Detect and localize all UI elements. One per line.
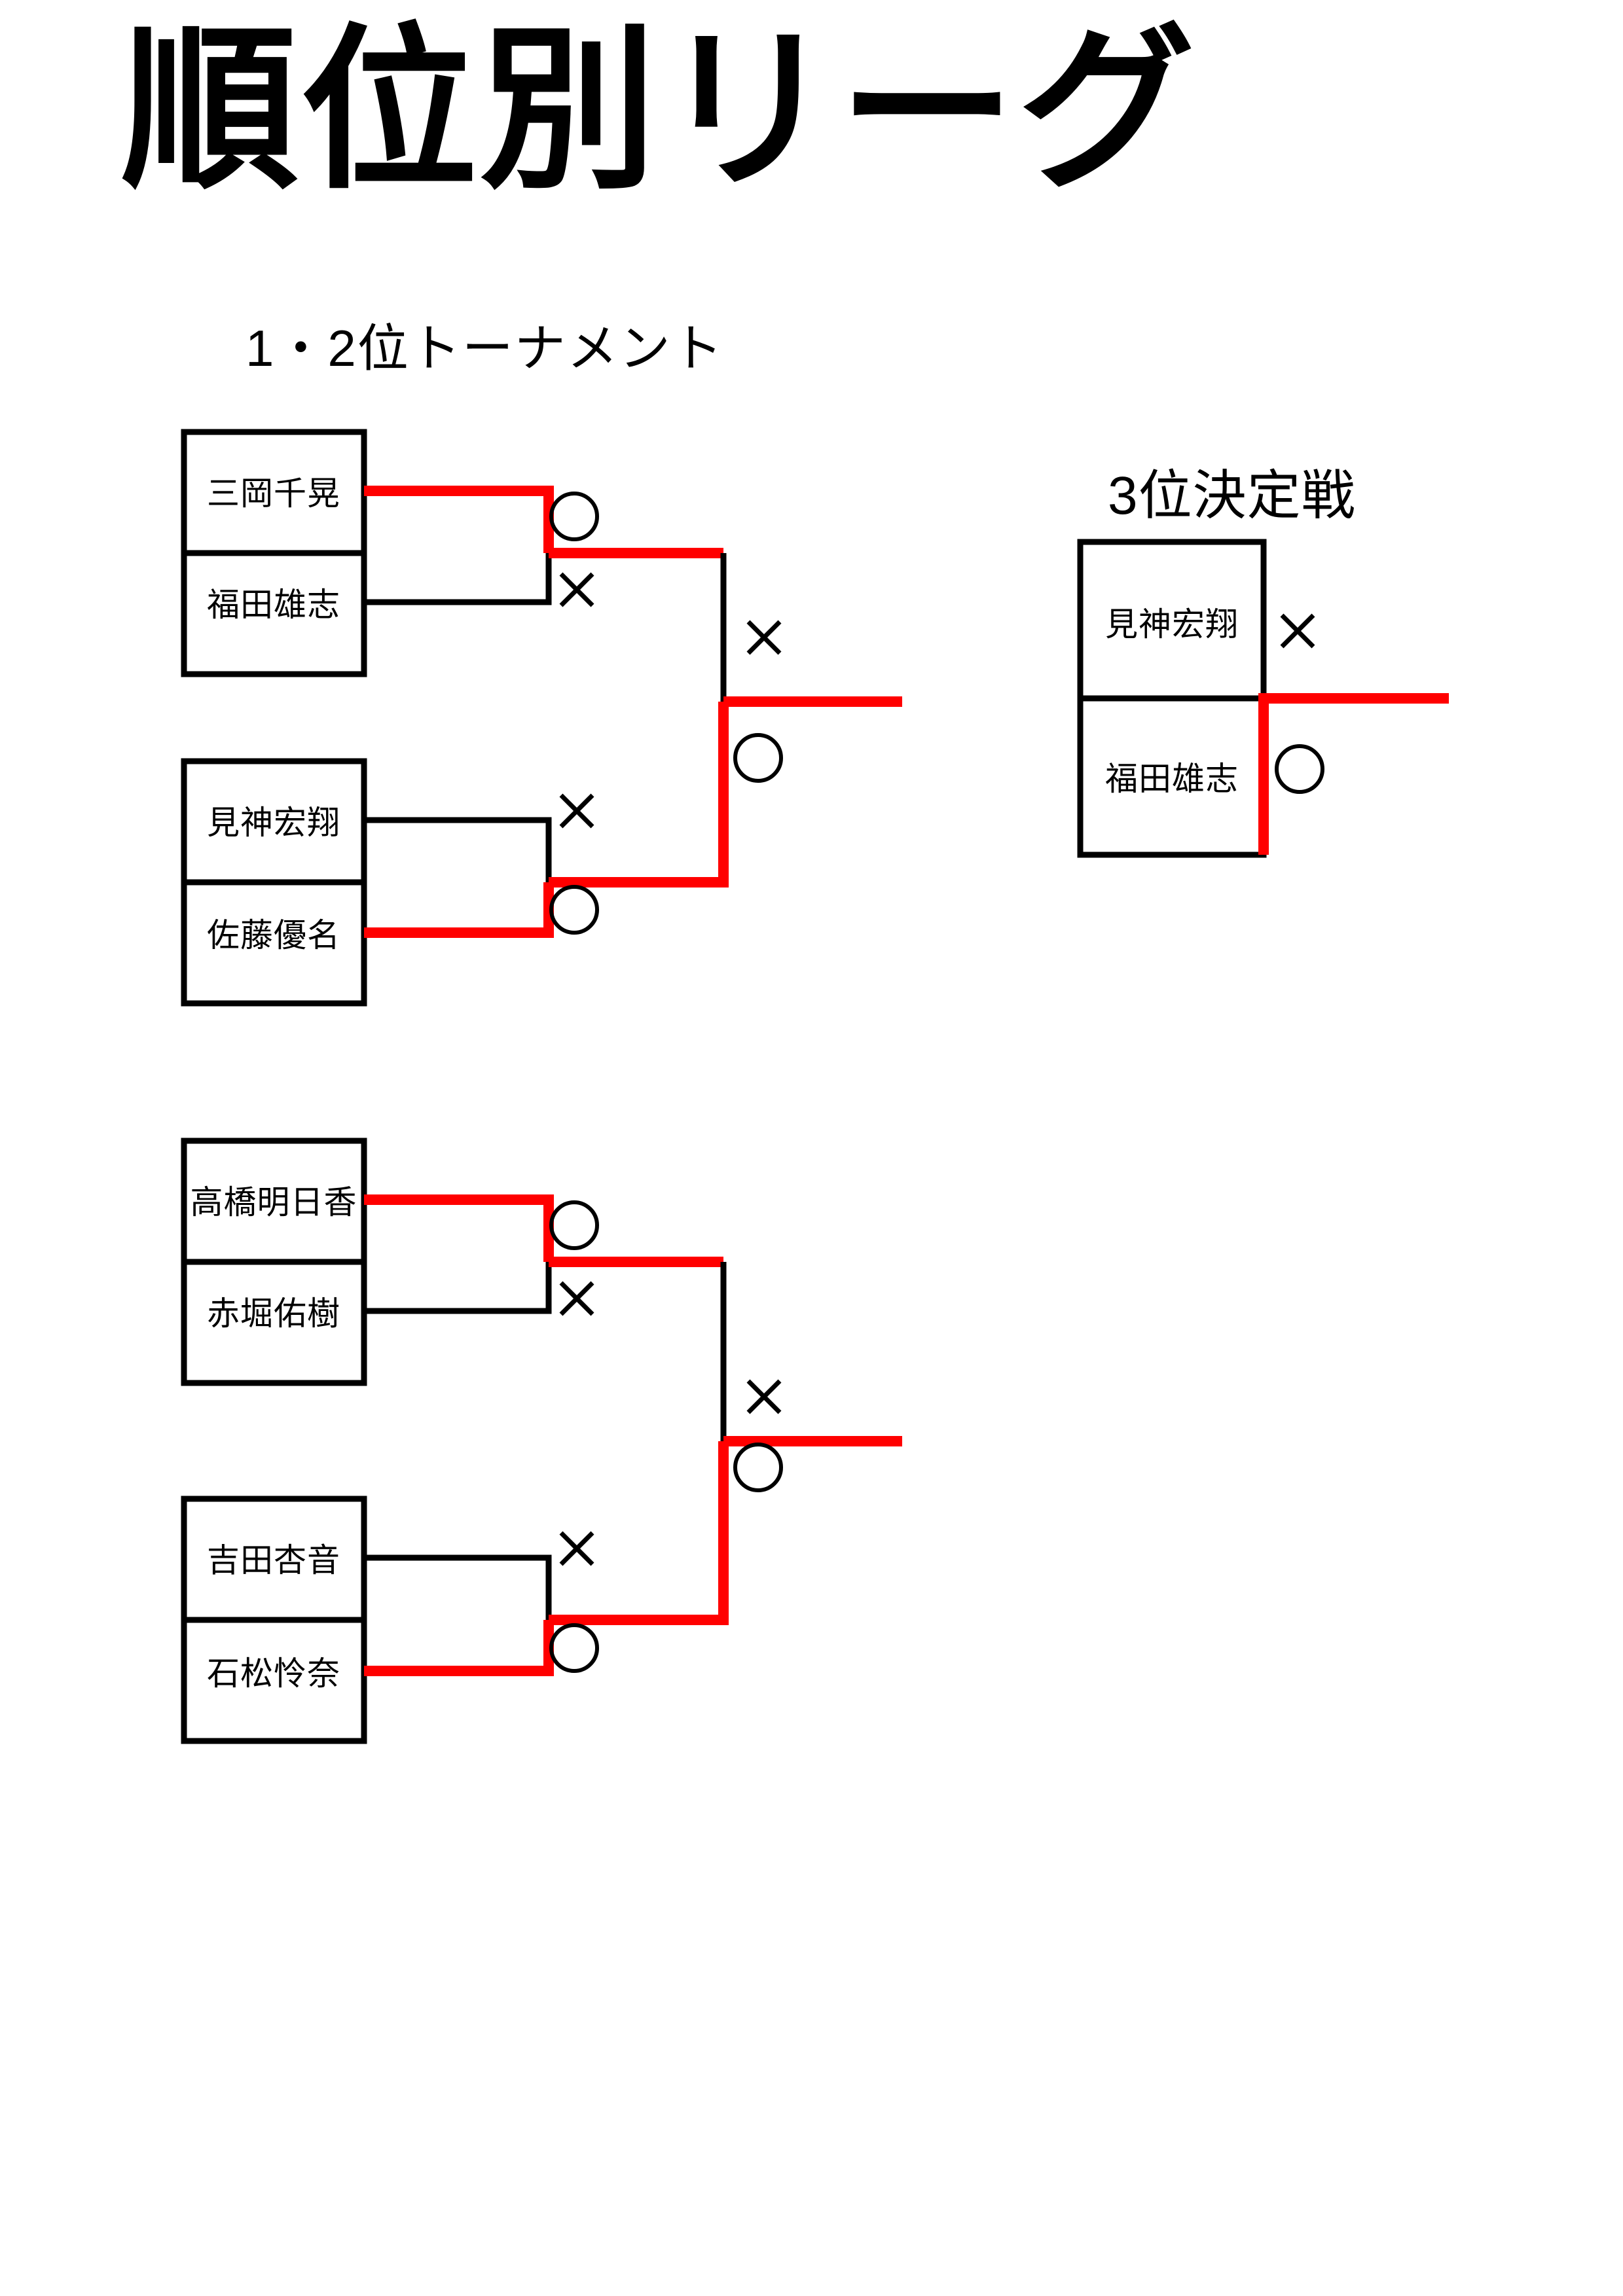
third-place-heading: 3位決定戦 bbox=[1108, 466, 1356, 526]
match-2-loser-line bbox=[364, 817, 552, 882]
match-3-lose-mark bbox=[559, 1281, 594, 1316]
third-place-win-mark bbox=[1275, 744, 1324, 794]
match-2-winner-line bbox=[364, 882, 554, 938]
match-1-winner-line bbox=[364, 486, 554, 553]
lower-semifinal-bottom-line bbox=[549, 1441, 729, 1625]
player-name-match2-top: 見神宏翔 bbox=[207, 804, 340, 841]
player-name-third-place-top: 見神宏翔 bbox=[1105, 606, 1239, 643]
player-name-third-place-bottom: 福田雄志 bbox=[1105, 761, 1239, 797]
match-4-winner-line bbox=[364, 1620, 554, 1676]
player-name-match2-bottom: 佐藤優名 bbox=[207, 917, 340, 954]
match-3-box bbox=[181, 1138, 367, 1386]
third-place-box bbox=[1077, 539, 1267, 858]
match-1-lose-mark bbox=[559, 572, 594, 607]
match-3-win-mark bbox=[549, 1200, 599, 1250]
upper-semifinal-lose-mark bbox=[746, 620, 782, 655]
upper-semifinal-bottom-line bbox=[549, 702, 729, 888]
page-title: 順位別リーグ bbox=[121, 7, 1197, 213]
player-name-match1-bottom: 福田雄志 bbox=[207, 586, 340, 623]
match-3-loser-line bbox=[364, 1262, 552, 1314]
match-4-win-mark bbox=[549, 1623, 599, 1673]
player-name-match1-top: 三岡千晃 bbox=[207, 475, 340, 512]
match-4-loser-line bbox=[364, 1554, 552, 1620]
match-2-box bbox=[181, 758, 367, 1007]
third-place-lose-mark bbox=[1280, 613, 1315, 649]
player-name-match3-top: 高橋明日香 bbox=[190, 1184, 357, 1221]
player-name-match3-bottom: 赤堀佑樹 bbox=[207, 1295, 340, 1332]
upper-semifinal-win-mark bbox=[733, 733, 783, 783]
match-2-win-mark bbox=[549, 885, 599, 935]
player-name-match4-top: 吉田杏音 bbox=[207, 1542, 340, 1579]
lower-semifinal-lose-mark bbox=[746, 1379, 782, 1414]
match-4-box bbox=[181, 1496, 367, 1744]
match-1-win-mark bbox=[549, 492, 599, 541]
match-4-lose-mark bbox=[559, 1531, 594, 1566]
match-2-lose-mark bbox=[559, 793, 594, 829]
match-1-loser-line bbox=[364, 553, 552, 605]
third-place-winner-line bbox=[1258, 693, 1449, 855]
player-name-match4-bottom: 石松怜奈 bbox=[207, 1655, 340, 1692]
match-1-box bbox=[181, 429, 367, 677]
lower-semifinal-win-mark bbox=[733, 1443, 783, 1492]
match-3-winner-line bbox=[364, 1194, 554, 1262]
main-tournament-heading: 1・2位トーナメント bbox=[246, 319, 724, 377]
